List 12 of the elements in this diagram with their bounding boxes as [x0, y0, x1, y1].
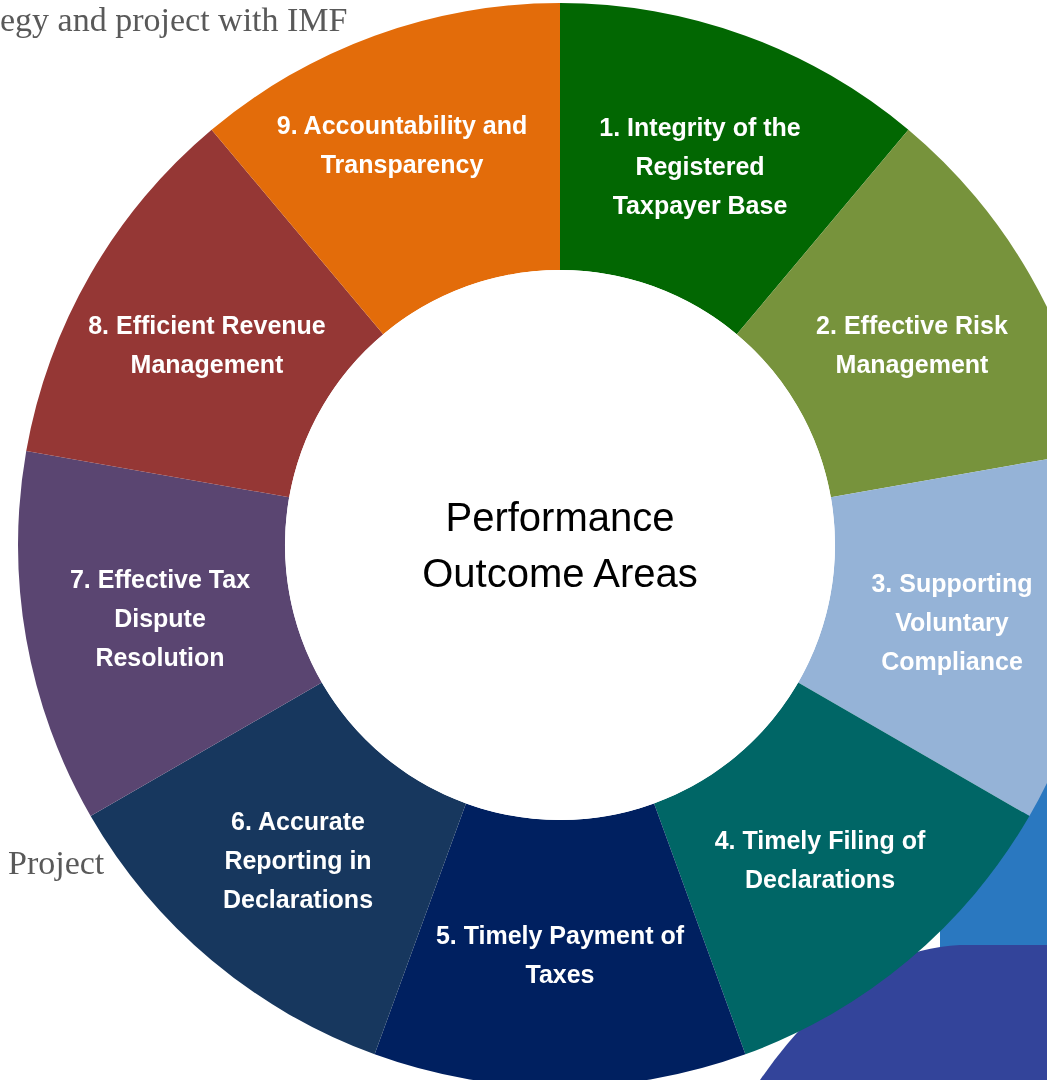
segment-label: 9. Accountability and Transparency [275, 110, 529, 180]
segment-label: 7. Effective Tax Dispute Resolution [68, 563, 252, 673]
segment-label: 2. Effective Risk Management [815, 310, 1009, 380]
segment-label: 5. Timely Payment of Taxes [434, 920, 686, 990]
side-text: Project [8, 843, 105, 883]
segment-label: 1. Integrity of the Registered Taxpayer Base [598, 111, 802, 221]
segment-label: 3. Supporting Voluntary Compliance [870, 567, 1034, 677]
side-text: egy and project with IMF [0, 0, 348, 40]
segment-label: 6. Accurate Reporting in Declarations [221, 805, 375, 915]
center-title: Performance Outcome Areas [421, 494, 699, 597]
segment-label: 8. Efficient Revenue Management [87, 310, 327, 380]
segment-label: 4. Timely Filing of Declarations [713, 825, 927, 895]
